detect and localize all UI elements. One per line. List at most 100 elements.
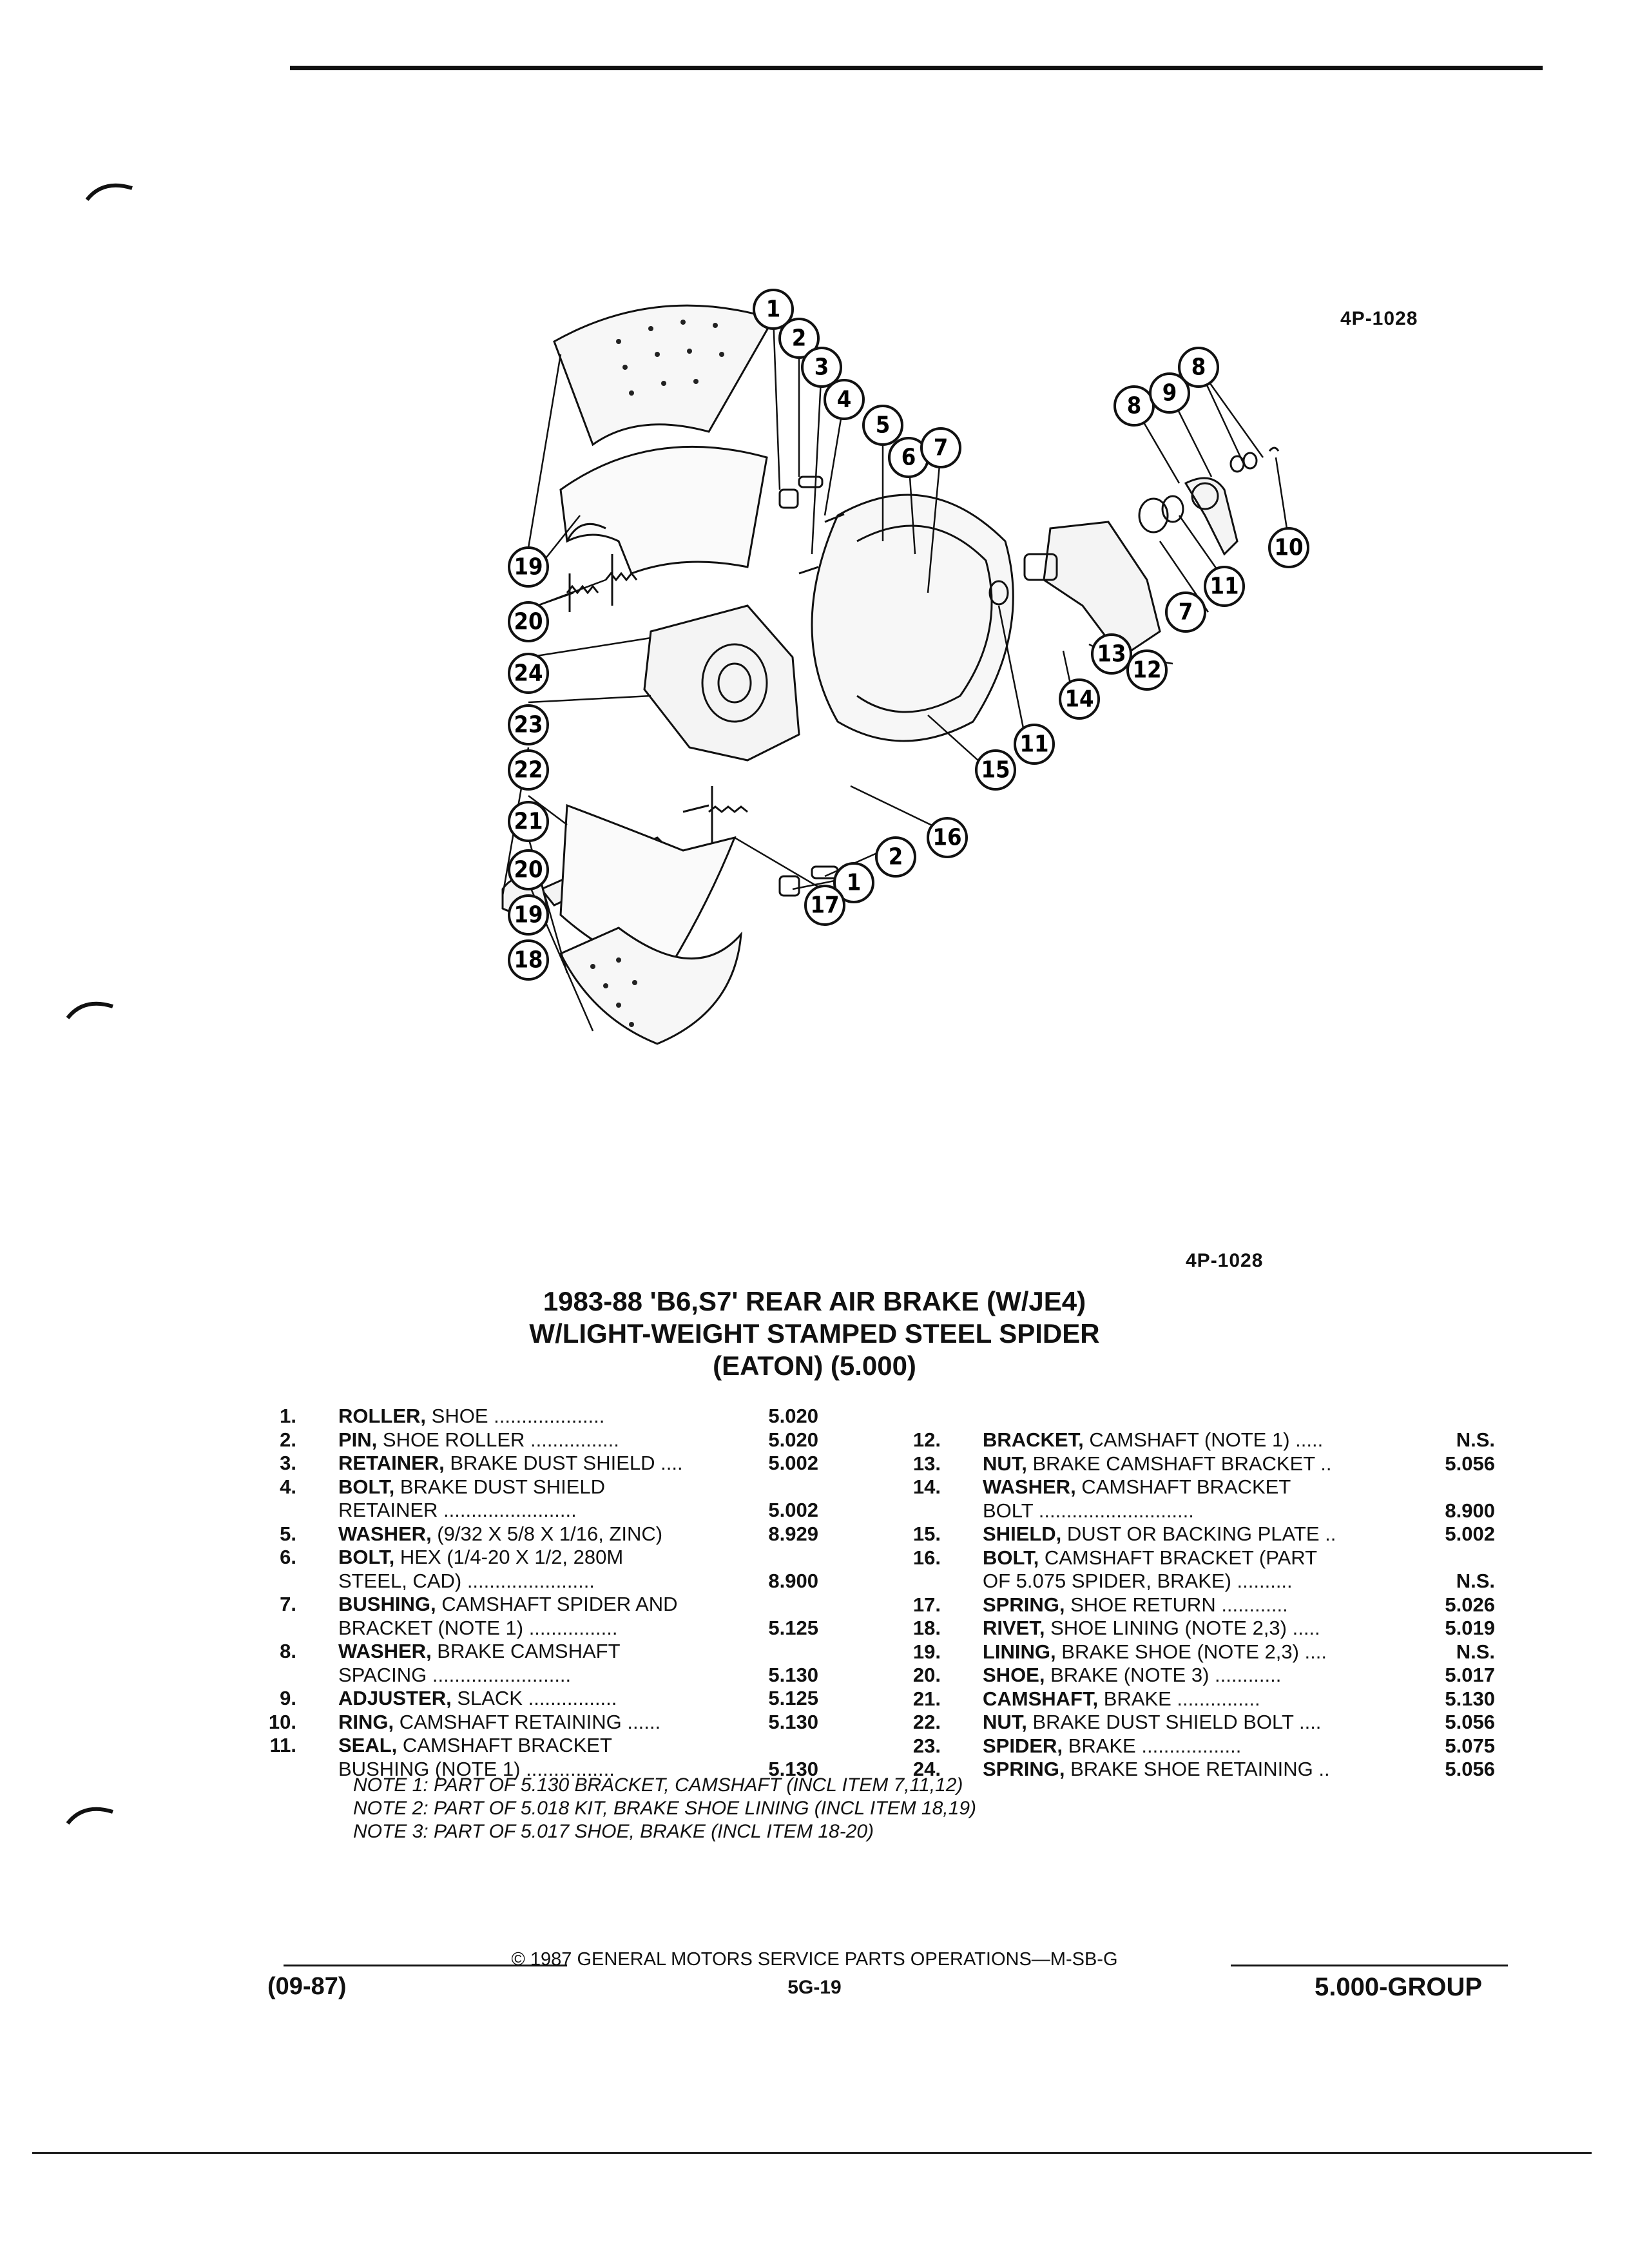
part-name: SHOE, bbox=[983, 1664, 1045, 1686]
part-row: 9.ADJUSTER, SLACK ................5.125 bbox=[245, 1687, 889, 1711]
part-number: 11. bbox=[269, 1734, 296, 1756]
part-description: SPIDER, BRAKE .................. bbox=[983, 1735, 1241, 1758]
callout-number: 15 bbox=[981, 757, 1010, 783]
callout-number: 2 bbox=[792, 325, 807, 352]
part-detail: BRAKE SHOE (NOTE 2,3) .... bbox=[1055, 1640, 1327, 1663]
part-name: SPRING, bbox=[983, 1758, 1065, 1780]
part-name: NUT, bbox=[983, 1711, 1027, 1733]
part-name: RETAINER, bbox=[338, 1452, 445, 1474]
part-detail: BRAKE CAMSHAFT BRACKET .. bbox=[1027, 1452, 1332, 1475]
brake-spider bbox=[643, 604, 800, 762]
callout-number: 23 bbox=[514, 712, 543, 738]
callout-number: 24 bbox=[514, 660, 543, 687]
part-group-code: N.S. bbox=[1456, 1570, 1495, 1592]
note-line: NOTE 2: PART OF 5.018 KIT, BRAKE SHOE LI… bbox=[353, 1798, 976, 1819]
retaining-spring bbox=[604, 554, 638, 606]
part-description: RING, CAMSHAFT RETAINING ...... bbox=[338, 1711, 660, 1735]
part-group-code: 5.002 bbox=[1445, 1523, 1495, 1545]
callout-marker: 11 bbox=[1204, 566, 1245, 607]
footer-group: 5.000-GROUP bbox=[1315, 1973, 1483, 2001]
dust-shield bbox=[811, 494, 1014, 742]
callout-marker: 10 bbox=[1268, 527, 1309, 568]
note-line: NOTE 3: PART OF 5.017 SHOE, BRAKE (INCL … bbox=[353, 1821, 874, 1842]
part-group-code: 5.017 bbox=[1445, 1664, 1495, 1686]
part-description: ADJUSTER, SLACK ................ bbox=[338, 1687, 617, 1711]
part-detail: CAMSHAFT BRACKET bbox=[397, 1734, 612, 1756]
callout-marker: 7 bbox=[1165, 591, 1206, 633]
part-number: 3. bbox=[280, 1452, 296, 1474]
callout-number: 16 bbox=[932, 825, 961, 851]
part-name: PIN, bbox=[338, 1428, 378, 1451]
part-name: BOLT, bbox=[338, 1475, 395, 1498]
part-number: 4. bbox=[280, 1475, 296, 1498]
part-number: 24. bbox=[912, 1758, 941, 1780]
part-number: 6. bbox=[280, 1546, 296, 1568]
part-group-code: 5.125 bbox=[768, 1687, 818, 1709]
part-detail: BRAKE SHOE RETAINING .. bbox=[1065, 1758, 1330, 1780]
callout-marker: 12 bbox=[1126, 649, 1168, 691]
part-group-code: 5.056 bbox=[1445, 1758, 1495, 1780]
part-description: WASHER, (9/32 X 5/8 X 1/16, ZINC) bbox=[338, 1523, 662, 1546]
part-description: BOLT, BRAKE DUST SHIELD bbox=[338, 1475, 605, 1499]
footer-page-number: 5G-19 bbox=[787, 1977, 842, 1998]
callout-number: 11 bbox=[1019, 731, 1048, 758]
binder-mark bbox=[66, 1807, 113, 1825]
part-description: WASHER, BRAKE CAMSHAFT bbox=[338, 1640, 621, 1664]
binder-mark bbox=[66, 1001, 113, 1019]
part-description: OF 5.075 SPIDER, BRAKE) .......... bbox=[983, 1570, 1293, 1593]
figure-id-caption: 4P-1028 bbox=[1186, 1250, 1264, 1271]
part-name: WASHER, bbox=[983, 1475, 1076, 1498]
part-description: RIVET, SHOE LINING (NOTE 2,3) ..... bbox=[983, 1617, 1320, 1640]
part-row: 18.RIVET, SHOE LINING (NOTE 2,3) .....5.… bbox=[889, 1617, 1534, 1640]
callout-number: 1 bbox=[847, 870, 862, 896]
callout-marker: 19 bbox=[508, 546, 549, 588]
callout-marker: 1 bbox=[753, 289, 794, 330]
part-description: ROLLER, SHOE .................... bbox=[338, 1405, 604, 1428]
callout-marker: 19 bbox=[508, 894, 549, 936]
part-detail: BRAKE DUST SHIELD BOLT .... bbox=[1027, 1711, 1322, 1733]
part-detail: OF 5.075 SPIDER, BRAKE) .......... bbox=[983, 1570, 1293, 1592]
part-row: 5.WASHER, (9/32 X 5/8 X 1/16, ZINC)8.929 bbox=[245, 1523, 889, 1546]
callout-marker: 23 bbox=[508, 704, 549, 745]
callout-marker: 17 bbox=[804, 885, 845, 926]
part-number: 8. bbox=[280, 1640, 296, 1662]
part-description: RETAINER, BRAKE DUST SHIELD .... bbox=[338, 1452, 683, 1475]
part-description: SEAL, CAMSHAFT BRACKET bbox=[338, 1734, 612, 1758]
camshaft-bushing bbox=[1023, 553, 1058, 581]
callout-marker: 11 bbox=[1014, 724, 1055, 765]
part-group-code: 5.020 bbox=[768, 1405, 818, 1427]
part-detail: HEX (1/4-20 X 1/2, 280M bbox=[394, 1546, 624, 1568]
part-name: NUT, bbox=[983, 1452, 1027, 1475]
part-name: BOLT, bbox=[338, 1546, 395, 1568]
part-row: 24. SPRING, BRAKE SHOE RETAINING .. 5.056 bbox=[889, 1758, 1534, 1782]
part-description: BUSHING (NOTE 1) ................ bbox=[338, 1758, 615, 1782]
part-detail: DUST OR BACKING PLATE .. bbox=[1061, 1523, 1336, 1545]
part-description: BOLT, HEX (1/4-20 X 1/2, 280M bbox=[338, 1546, 623, 1570]
part-description: SPACING ......................... bbox=[338, 1664, 571, 1687]
part-description: NUT, BRAKE CAMSHAFT BRACKET .. bbox=[983, 1452, 1331, 1476]
part-group-code: 8.900 bbox=[1445, 1499, 1495, 1522]
upper-brake-lining bbox=[553, 304, 775, 447]
part-name: ROLLER, bbox=[338, 1405, 427, 1427]
title-line: 1983-88 'B6,S7' REAR AIR BRAKE (W/JE4) bbox=[543, 1286, 1086, 1316]
part-description: WASHER, CAMSHAFT BRACKET bbox=[983, 1475, 1291, 1499]
part-row: 3.RETAINER, BRAKE DUST SHIELD ....5.002 bbox=[245, 1452, 889, 1475]
callout-number: 14 bbox=[1065, 686, 1094, 713]
part-detail: BRAKE (NOTE 3) ............ bbox=[1045, 1664, 1282, 1686]
part-detail: CAMSHAFT (NOTE 1) ..... bbox=[1083, 1428, 1324, 1451]
part-name: LINING, bbox=[983, 1640, 1056, 1663]
callout-marker: 13 bbox=[1091, 633, 1132, 675]
part-name: RING, bbox=[338, 1710, 394, 1733]
part-row: 13.NUT, BRAKE CAMSHAFT BRACKET ..5.056 bbox=[889, 1452, 1534, 1476]
part-detail: BRAKE .................. bbox=[1063, 1734, 1242, 1757]
callout-marker: 7 bbox=[920, 427, 961, 468]
callout-marker: 2 bbox=[875, 836, 916, 878]
part-detail: BRAKE DUST SHIELD .... bbox=[444, 1452, 683, 1474]
callout-number: 7 bbox=[934, 435, 949, 461]
callout-number: 11 bbox=[1210, 573, 1239, 600]
shoe-roller bbox=[778, 875, 800, 897]
callout-number: 20 bbox=[514, 609, 543, 635]
